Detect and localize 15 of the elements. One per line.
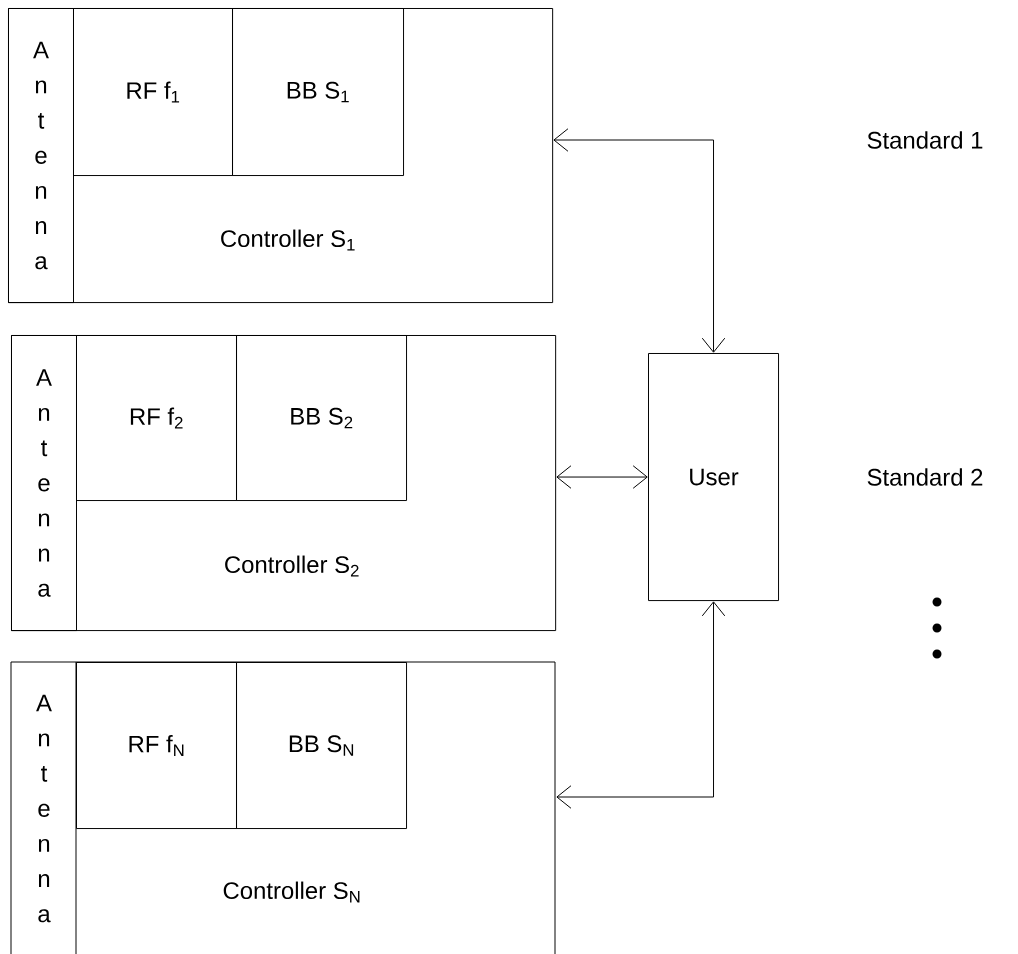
module-box: RF f$_{N}$ — [76, 662, 238, 830]
arrow — [556, 601, 726, 809]
module-box: RF f$_{2}$ — [76, 335, 238, 502]
antenna-strip: Antenna — [8, 8, 74, 304]
arrow — [553, 128, 726, 353]
standard-label: Standard 2 — [867, 468, 983, 486]
standard-label: Standard 1 — [867, 131, 983, 149]
module-box: BB S$_{N}$ — [236, 662, 408, 830]
arrow — [556, 465, 648, 489]
antenna-strip: Antenna — [36, 661, 77, 954]
module-box: RF f$_{1}$ — [73, 8, 234, 177]
module-box: BB S$_{1}$ — [232, 8, 405, 177]
antenna-strip: Antenna — [11, 335, 77, 632]
module-box: BB S$_{2}$ — [236, 335, 408, 502]
user-box: User — [648, 353, 780, 602]
